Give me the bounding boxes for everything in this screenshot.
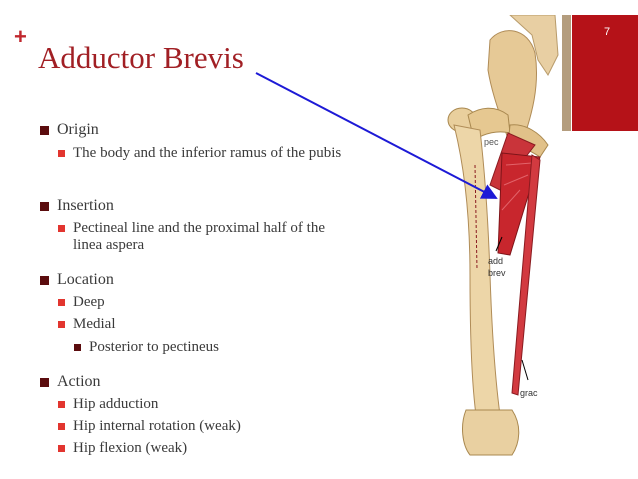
- bullet-square-icon: [58, 225, 65, 232]
- bullet-square-icon: [40, 202, 49, 211]
- gracilis-muscle: [511, 154, 541, 396]
- label-add: add: [488, 256, 503, 266]
- bullet-square-icon: [58, 423, 65, 430]
- bullet-square-icon: [58, 150, 65, 157]
- accent-bar-tan: [562, 15, 571, 131]
- bullet-square-icon: [74, 344, 81, 351]
- add-brev-pointer: [495, 236, 503, 252]
- bullet-label: Origin: [57, 121, 99, 138]
- bullet-square-icon: [40, 126, 49, 135]
- bullet-insertion: Insertion: [40, 196, 114, 216]
- label-brev: brev: [488, 268, 506, 278]
- bullet-location-item: Deep: [58, 294, 105, 311]
- bullet-text: Hip flexion (weak): [73, 440, 188, 456]
- bullet-insertion-item: Pectineal line and the proximal half of …: [58, 220, 343, 254]
- bullet-action: Action: [40, 372, 101, 392]
- adductor-brevis-muscle: [497, 152, 541, 256]
- bullet-origin: Origin: [40, 120, 99, 140]
- bullet-square-icon: [58, 445, 65, 452]
- label-grac: grac: [520, 388, 538, 398]
- femur-adductor-illustration: pec add brev grac: [447, 15, 559, 456]
- bullet-action-item: Hip adduction: [58, 396, 158, 413]
- grac-pointer: [521, 359, 529, 381]
- bullet-label: Insertion: [57, 197, 114, 214]
- label-pec: pec: [484, 137, 499, 147]
- bullet-action-item: Hip flexion (weak): [58, 440, 187, 457]
- bullet-label: Location: [57, 271, 114, 288]
- bullet-square-icon: [58, 321, 65, 328]
- plus-icon: +: [14, 24, 27, 49]
- knee-joint: [462, 409, 520, 456]
- slide-title: Adductor Brevis: [38, 40, 244, 75]
- bullet-text: Hip adduction: [73, 396, 159, 412]
- bullet-label: Action: [57, 373, 101, 390]
- bullet-text: Medial: [73, 316, 116, 332]
- bullet-square-icon: [58, 299, 65, 306]
- slide-number: 7: [604, 26, 611, 38]
- bullet-text: Posterior to pectineus: [89, 339, 219, 355]
- bullet-location: Location: [40, 270, 114, 290]
- muscle-fiber-lines: [501, 162, 533, 211]
- bullet-text: Pectineal line and the proximal half of …: [73, 220, 325, 253]
- pelvis-shape: [509, 15, 559, 76]
- bullet-text: Deep: [73, 294, 105, 310]
- bullet-location-item: Medial: [58, 316, 116, 333]
- bullet-location-subitem: Posterior to pectineus: [74, 339, 219, 356]
- accent-bar-red: [572, 15, 638, 131]
- bullet-origin-item: The body and the inferior ramus of the p…: [58, 145, 343, 162]
- bullet-text: The body and the inferior ramus of the p…: [73, 145, 342, 161]
- bullet-text: Hip internal rotation (weak): [73, 418, 241, 434]
- bullet-action-item: Hip internal rotation (weak): [58, 418, 241, 435]
- bullet-square-icon: [58, 401, 65, 408]
- bullet-square-icon: [40, 276, 49, 285]
- bullet-square-icon: [40, 378, 49, 387]
